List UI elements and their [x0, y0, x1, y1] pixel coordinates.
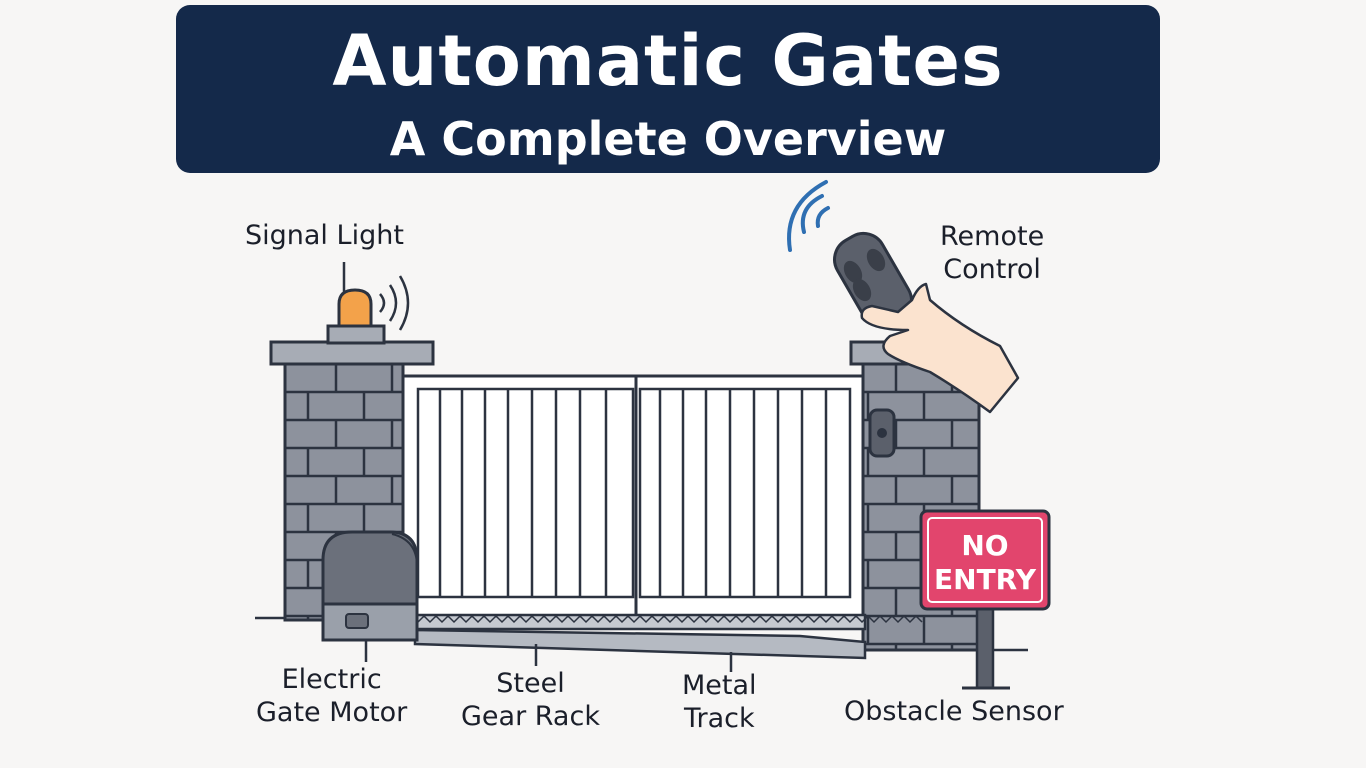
label-remote-line1: Remote — [940, 221, 1045, 252]
label-gate-motor: Electric Gate Motor — [256, 663, 407, 729]
label-signal-light: Signal Light — [245, 219, 404, 252]
label-motor-line1: Electric — [281, 664, 382, 695]
label-metal-track: Metal Track — [682, 669, 757, 735]
sign-text-line2: ENTRY — [934, 563, 1037, 596]
label-remote-line2: Control — [943, 254, 1041, 285]
signal-light-icon — [337, 262, 410, 331]
label-gear-rack-line2: Gear Rack — [461, 701, 600, 732]
gate-motor-icon — [321, 530, 419, 642]
label-track-line2: Track — [683, 703, 755, 734]
label-obstacle-sensor: Obstacle Sensor — [844, 695, 1064, 728]
gear-rack — [413, 613, 923, 631]
no-entry-sign: NO ENTRY — [919, 509, 1051, 690]
label-track-line1: Metal — [682, 670, 757, 701]
label-motor-line2: Gate Motor — [256, 697, 408, 728]
obstacle-sensor-icon — [868, 408, 896, 458]
sign-text-line1: NO — [961, 529, 1008, 562]
metal-track — [413, 628, 867, 660]
label-gear-rack-line1: Steel — [496, 668, 565, 699]
label-gear-rack: Steel Gear Rack — [461, 667, 600, 733]
label-obstacle-sensor-text: Obstacle Sensor — [844, 696, 1064, 727]
sliding-gate — [401, 374, 865, 618]
title-banner: Automatic Gates A Complete Overview — [176, 5, 1160, 173]
label-remote-control: Remote Control — [940, 220, 1044, 286]
page-subtitle: A Complete Overview — [389, 112, 947, 166]
label-signal-light-text: Signal Light — [245, 220, 404, 251]
page-title: Automatic Gates — [332, 20, 1004, 102]
leader-lines — [364, 640, 733, 672]
hand-icon — [860, 282, 1020, 414]
remote-control-icon — [787, 180, 913, 329]
